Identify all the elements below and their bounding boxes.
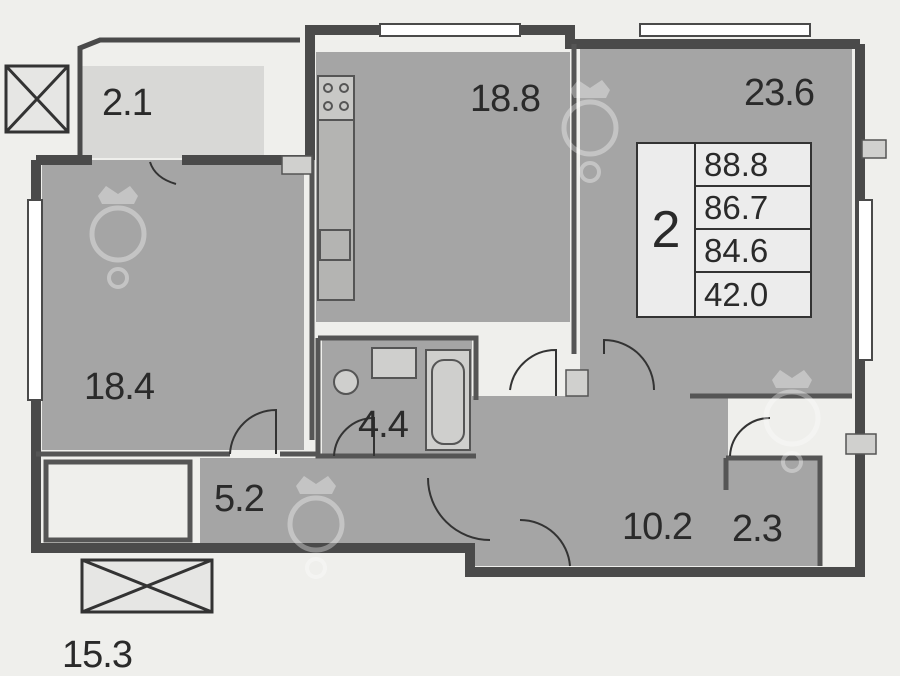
door-living: [229, 408, 277, 455]
legend-values: 88.8 86.7 84.6 42.0: [696, 144, 810, 316]
lion-crest-icon: [561, 80, 619, 183]
doors: [149, 161, 771, 567]
shaft-cross-top: [4, 64, 70, 134]
room-label-living: 18.4: [84, 366, 155, 408]
door-kitchen: [509, 348, 557, 396]
room-label-balcony: 2.1: [102, 82, 153, 124]
kitchen-fixtures: [317, 75, 355, 301]
kitchen-sink-icon: [319, 229, 351, 261]
door-entry: [427, 477, 571, 567]
shafts: [4, 64, 214, 614]
window-right: [857, 199, 873, 361]
shaft-cross-bottom: [81, 558, 213, 614]
room-label-kitchen: 18.8: [470, 78, 541, 120]
wc-walls: [723, 455, 823, 566]
door-bedroom: [603, 338, 655, 391]
legend-total-area: 88.8: [696, 144, 810, 187]
room-label-neighbor: 15.3: [62, 634, 133, 676]
storage-box: [43, 459, 193, 543]
room-label-bedroom: 23.6: [744, 72, 815, 114]
stove-icon: [317, 75, 355, 121]
window-living: [27, 199, 43, 401]
legend-area-2: 86.7: [696, 187, 810, 230]
room-label-hall: 5.2: [214, 478, 265, 520]
balcony-wall: [77, 37, 300, 160]
lion-crest-icon: [89, 186, 147, 289]
apartment-legend: 2 88.8 86.7 84.6 42.0: [636, 142, 812, 318]
radiators: [281, 139, 887, 455]
corridor-fill: [470, 396, 728, 566]
outer-wall-left: [31, 44, 865, 577]
bathroom-fixtures: [333, 347, 471, 451]
windows: [27, 23, 873, 401]
sink-icon: [371, 347, 417, 379]
living-room-fill: [42, 160, 304, 450]
legend-living-area: 42.0: [704, 275, 769, 313]
lion-crest-icon: [287, 476, 345, 579]
outer-wall-top: [305, 25, 860, 160]
hall-fill: [200, 458, 470, 548]
door-balcony: [149, 161, 177, 185]
room-label-bathroom: 4.4: [358, 404, 409, 446]
lion-crest-icon: [763, 370, 821, 473]
wc-fill: [726, 460, 822, 566]
door-bath: [333, 416, 375, 457]
window-kitchen: [379, 23, 521, 37]
door-wc: [729, 416, 771, 457]
room-label-corridor: 10.2: [622, 506, 693, 548]
toilet-icon: [333, 369, 359, 395]
legend-room-count: 2: [651, 201, 681, 259]
inner-walls: [36, 44, 852, 566]
kitchen-fill: [316, 52, 570, 322]
kitchen-counter: [317, 119, 355, 301]
window-bedroom: [639, 23, 811, 37]
balcony-fill: [80, 66, 264, 158]
legend-area-3: 84.6: [696, 230, 810, 273]
room-label-wc: 2.3: [732, 508, 783, 550]
